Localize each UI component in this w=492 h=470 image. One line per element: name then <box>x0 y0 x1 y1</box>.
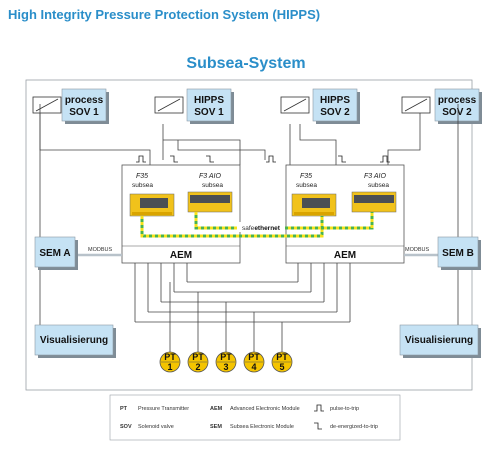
pt-transmitter: PT 2 <box>187 351 209 373</box>
controller-module-icon <box>187 191 233 213</box>
sem-b-box: SEM B <box>437 236 481 270</box>
pt-tag: PT <box>248 352 260 362</box>
valve-label-line2: SOV 2 <box>320 107 350 118</box>
f3-aio-sub-label: subsea <box>202 182 223 189</box>
pulse-to-trip-icon <box>136 155 146 163</box>
pt-wiring <box>134 263 351 352</box>
pt-transmitter: PT 1 <box>159 351 181 373</box>
safeethernet-prefix: safe <box>242 225 255 232</box>
valve-label-line2: SOV 1 <box>69 107 99 118</box>
sem-vis-links <box>39 104 459 325</box>
visualisierung-right-box: Visualisierung <box>399 324 481 358</box>
pt-number: 5 <box>279 362 284 372</box>
visualisierung-left-box: Visualisierung <box>34 324 116 358</box>
legend-pt-desc: Pressure Transmitter <box>138 406 189 412</box>
valve-solenoid-icon <box>32 96 62 114</box>
legend-aem-desc: Advanced Electronic Module <box>230 406 300 412</box>
modbus-label-right: MODBUS <box>405 247 429 253</box>
valve-label-line1: HIPPS <box>320 95 350 106</box>
pt-tag: PT <box>220 352 232 362</box>
controller-module-icon <box>291 193 337 217</box>
signal-marks <box>136 155 390 163</box>
controller-module-icon <box>351 191 397 213</box>
safeethernet-label: safeethernet <box>242 225 281 232</box>
f3-aio-label: F3 AIO <box>199 173 221 180</box>
valve-solenoid-icon <box>280 96 310 114</box>
f35-sub-label: subsea <box>132 182 153 189</box>
legend-deenergized-desc: de-energized-to-trip <box>330 424 378 430</box>
legend-pulse-desc: pulse-to-trip <box>330 406 359 412</box>
valve-process-sov2: process SOV 2 <box>434 88 482 124</box>
pulse-to-trip-icon <box>266 155 276 163</box>
pulse-to-trip-icon <box>380 155 390 163</box>
de-energized-to-trip-icon <box>170 155 178 163</box>
pt-tag: PT <box>276 352 288 362</box>
pt-number: 1 <box>167 362 172 372</box>
legend-pt-abbr: PT <box>120 406 128 412</box>
pulse-to-trip-icon <box>314 404 324 412</box>
sem-a-box: SEM A <box>34 236 78 270</box>
valve-hipps-sov1: HIPPS SOV 1 <box>186 88 234 124</box>
aem-label: AEM <box>170 250 192 261</box>
right-controller-module: F35 subsea F3 AIO subsea AEM <box>285 164 405 264</box>
valve-solenoid-icon <box>401 96 431 114</box>
aem-label: AEM <box>334 250 356 261</box>
legend-sov-abbr: SOV <box>120 424 132 430</box>
f3-aio-label: F3 AIO <box>364 173 386 180</box>
f35-label: F35 <box>136 173 148 180</box>
pt-transmitter: PT 5 <box>271 351 293 373</box>
legend-sem-abbr: SEM <box>210 424 222 430</box>
safeethernet-label-bg <box>237 222 285 232</box>
subsea-system-title: Subsea-System <box>186 55 305 72</box>
valve-label-line1: process <box>65 95 104 106</box>
page-title: High Integrity Pressure Protection Syste… <box>8 7 321 22</box>
valve-hipps-sov2: HIPPS SOV 2 <box>312 88 360 124</box>
de-energized-to-trip-icon <box>206 155 214 163</box>
visualisierung-label: Visualisierung <box>40 335 108 346</box>
pt-number: 2 <box>195 362 200 372</box>
legend: PT Pressure Transmitter SOV Solenoid val… <box>109 394 401 441</box>
valve-process-sov1: process SOV 1 <box>61 88 109 124</box>
sem-label: SEM B <box>442 248 474 259</box>
valve-label-line1: process <box>438 95 477 106</box>
de-energized-to-trip-icon <box>314 422 322 430</box>
de-energized-to-trip-icon <box>338 155 346 163</box>
valve-label-line2: SOV 2 <box>442 107 472 118</box>
f35-sub-label: subsea <box>296 182 317 189</box>
valve-label-line1: HIPPS <box>194 95 224 106</box>
safeethernet-suffix: ethernet <box>254 225 280 232</box>
left-controller-module: F35 subsea F3 AIO subsea AEM <box>121 164 241 264</box>
legend-sov-desc: Solenoid valve <box>138 424 174 430</box>
f35-label: F35 <box>300 173 312 180</box>
system-frame <box>25 79 473 391</box>
valve-solenoid-icon <box>154 96 184 114</box>
controller-module-icon <box>129 193 175 217</box>
f3-aio-sub-label: subsea <box>368 182 389 189</box>
legend-sem-desc: Subsea Electronic Module <box>230 424 294 430</box>
pt-number: 4 <box>251 362 256 372</box>
pt-tag: PT <box>192 352 204 362</box>
modbus-label-left: MODBUS <box>88 247 112 253</box>
pt-number: 3 <box>223 362 228 372</box>
sem-label: SEM A <box>39 248 70 259</box>
valve-label-line2: SOV 1 <box>194 107 224 118</box>
pt-transmitter: PT 3 <box>215 351 237 373</box>
legend-aem-abbr: AEM <box>210 406 223 412</box>
visualisierung-label: Visualisierung <box>405 335 473 346</box>
pt-transmitter: PT 4 <box>243 351 265 373</box>
pt-tag: PT <box>164 352 176 362</box>
